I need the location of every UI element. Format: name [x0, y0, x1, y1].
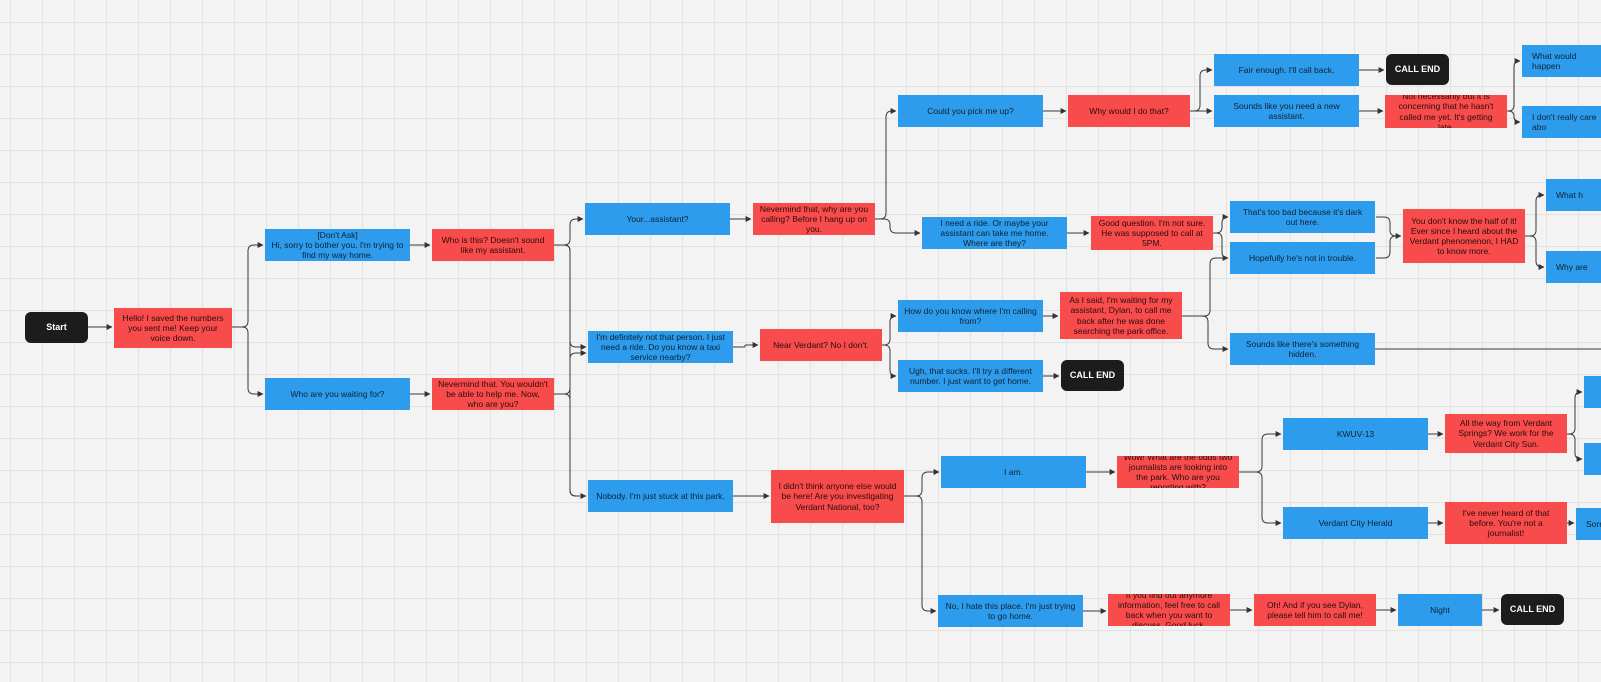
connector-line — [1525, 192, 1545, 237]
dialog-node[interactable]: I didn't think anyone else would be here… — [771, 470, 904, 523]
choice-node[interactable]: Your...assistant? — [585, 203, 730, 235]
dialog-node[interactable]: Nevermind that, why are you calling? Bef… — [753, 203, 875, 235]
choice-node[interactable]: Sounds like there's something hidden. — [1230, 333, 1375, 365]
connector-line — [875, 218, 921, 236]
choice-node[interactable]: Night — [1398, 594, 1482, 626]
choice-node[interactable]: Why are — [1546, 251, 1601, 283]
dialog-node[interactable]: Not necessarily but it is concerning tha… — [1385, 95, 1507, 128]
connector-line — [1567, 389, 1583, 435]
choice-node[interactable]: Who are you waiting for? — [265, 378, 410, 410]
connector-line — [1213, 214, 1229, 234]
choice-node[interactable]: I'm definitely not that person. I just n… — [588, 331, 733, 363]
choice-node[interactable]: I am. — [941, 456, 1086, 488]
choice-node[interactable]: What would happen — [1522, 45, 1601, 77]
connector-line — [882, 313, 897, 346]
connector-line — [1507, 58, 1521, 112]
choice-node[interactable]: I need a ride. Or maybe your assistant c… — [922, 217, 1067, 249]
connector-line — [1507, 110, 1521, 125]
connector-line — [733, 342, 759, 348]
connector-line — [1376, 216, 1402, 239]
connector-line — [1376, 235, 1401, 259]
choice-node[interactable]: I don't really care abo — [1522, 106, 1601, 138]
connector-line — [554, 244, 586, 497]
connector-line — [882, 344, 897, 379]
dialog-node[interactable]: Who is this? Doesn't sound like my assis… — [432, 229, 554, 261]
choice-node[interactable]: How do you know where I'm calling from? — [898, 300, 1043, 332]
choice-node[interactable]: Ugh, that sucks. I'll try a different nu… — [898, 360, 1043, 392]
choice-node[interactable]: That's too bad because it's dark out her… — [1230, 201, 1375, 233]
choice-node[interactable]: Nobody. I'm just stuck at this park. — [588, 480, 733, 512]
connector-line — [1190, 67, 1213, 112]
choice-node[interactable] — [1584, 443, 1601, 475]
dialog-node[interactable]: Nevermind that. You wouldn't be able to … — [432, 378, 554, 410]
connector-line — [554, 393, 587, 499]
connector-line — [1239, 431, 1282, 473]
dialog-node[interactable]: I've never heard of that before. You're … — [1445, 502, 1567, 544]
choice-node[interactable] — [1584, 376, 1601, 408]
dialog-node[interactable]: All the way from Verdant Springs? We wor… — [1445, 414, 1567, 453]
choice-node[interactable]: Could you pick me up? — [898, 95, 1043, 127]
connector-line — [875, 108, 897, 220]
call-end-node[interactable]: CALL END — [1386, 54, 1449, 85]
connector-line — [232, 326, 264, 397]
choice-node[interactable]: Verdant City Herald — [1283, 507, 1428, 539]
start-node[interactable]: Start — [25, 312, 88, 343]
call-end-node[interactable]: CALL END — [1061, 360, 1124, 391]
call-end-node[interactable]: CALL END — [1501, 594, 1564, 625]
connector-line — [1239, 471, 1282, 526]
connector-line — [904, 469, 940, 497]
dialog-node[interactable]: Hello! I saved the numbers you sent me! … — [114, 308, 232, 348]
dialog-node[interactable]: As I said, I'm waiting for my assistant,… — [1060, 292, 1182, 339]
choice-node[interactable]: What h — [1546, 179, 1601, 211]
connector-line — [554, 244, 587, 350]
choice-node[interactable]: Sounds like you need a new assistant. — [1214, 95, 1359, 127]
dialog-node[interactable]: If you find out anymore information, fee… — [1108, 594, 1230, 626]
connector-line — [1213, 232, 1229, 261]
dialog-node[interactable]: Good question. I'm not sure. He was supp… — [1091, 216, 1213, 250]
dialog-node[interactable]: Wow! What are the odds two journalists a… — [1117, 456, 1239, 488]
dialog-node[interactable]: You don't know the half of it! Ever sinc… — [1403, 209, 1525, 263]
dialog-node[interactable]: Near Verdant? No I don't. — [760, 329, 882, 361]
connector-line — [1525, 235, 1545, 270]
connector-line — [554, 350, 587, 395]
connector-line — [554, 216, 584, 246]
choice-node[interactable]: Sorry — [1576, 508, 1601, 540]
connector-line — [1182, 257, 1228, 317]
choice-node[interactable]: Fair enough. I'll call back. — [1214, 54, 1359, 86]
connector-line — [1182, 315, 1229, 352]
choice-node[interactable]: Hopefully he's not in trouble. — [1230, 242, 1375, 274]
choice-node[interactable]: No, I hate this place. I'm just trying t… — [938, 595, 1083, 627]
dialog-node[interactable]: Oh! And if you see Dylan, please tell hi… — [1254, 594, 1376, 626]
choice-node[interactable]: [Don't Ask] Hi, sorry to bother you. I'm… — [265, 229, 410, 261]
connector-line — [1567, 433, 1583, 462]
dialog-node[interactable]: Why would I do that? — [1068, 95, 1190, 127]
connector-line — [232, 242, 264, 328]
choice-node[interactable]: KWUV-13 — [1283, 418, 1428, 450]
connector-line — [904, 495, 937, 614]
